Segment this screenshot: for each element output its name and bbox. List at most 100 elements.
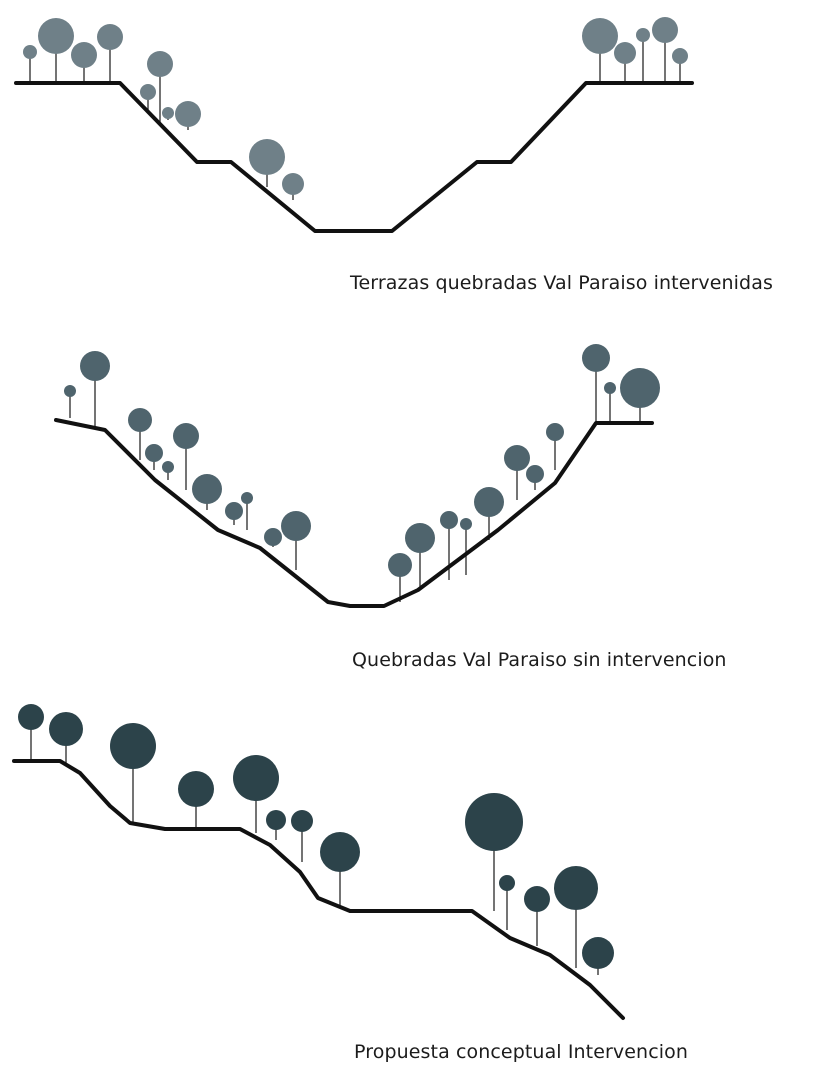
caption-proposal: Propuesta conceptual Intervencion bbox=[354, 1041, 688, 1063]
tree bbox=[264, 528, 282, 547]
tree-canopy bbox=[64, 385, 76, 397]
tree-canopy bbox=[110, 723, 156, 769]
tree-canopy bbox=[652, 17, 678, 43]
tree bbox=[636, 28, 650, 83]
tree bbox=[291, 810, 313, 862]
tree bbox=[266, 810, 286, 840]
tree bbox=[582, 18, 618, 83]
tree bbox=[49, 712, 83, 766]
tree-canopy bbox=[178, 771, 214, 807]
tree-canopy bbox=[320, 832, 360, 872]
tree bbox=[80, 351, 110, 426]
tree-canopy bbox=[554, 866, 598, 910]
tree-canopy bbox=[128, 408, 152, 432]
tree bbox=[110, 723, 156, 823]
tree bbox=[388, 553, 412, 602]
tree bbox=[147, 51, 173, 123]
terrain-profile-line bbox=[14, 81, 694, 233]
terraced-ravine-section bbox=[14, 17, 694, 233]
tree bbox=[672, 48, 688, 83]
tree-canopy bbox=[526, 465, 544, 483]
tree-canopy bbox=[604, 382, 616, 394]
tree bbox=[582, 344, 610, 423]
tree-canopy bbox=[192, 474, 222, 504]
tree-canopy bbox=[582, 937, 614, 969]
tree-canopy bbox=[474, 487, 504, 517]
tree bbox=[162, 107, 174, 120]
tree-canopy bbox=[614, 42, 636, 64]
tree-canopy bbox=[524, 886, 550, 912]
tree-canopy bbox=[241, 492, 253, 504]
tree bbox=[128, 408, 152, 460]
tree-canopy bbox=[147, 51, 173, 77]
tree-canopy bbox=[672, 48, 688, 64]
tree-canopy bbox=[582, 344, 610, 372]
tree-canopy bbox=[405, 523, 435, 553]
tree bbox=[652, 17, 678, 83]
tree-canopy bbox=[173, 423, 199, 449]
caption-natural-ravine: Quebradas Val Paraiso sin intervencion bbox=[352, 649, 727, 671]
tree-canopy bbox=[504, 445, 530, 471]
tree bbox=[504, 445, 530, 500]
tree bbox=[233, 755, 279, 833]
tree-canopy bbox=[266, 810, 286, 830]
tree bbox=[249, 139, 285, 187]
tree-canopy bbox=[460, 518, 472, 530]
tree-canopy bbox=[97, 24, 123, 50]
tree-canopy bbox=[140, 84, 156, 100]
tree-canopy bbox=[281, 511, 311, 541]
tree-canopy bbox=[620, 368, 660, 408]
tree-canopy bbox=[282, 173, 304, 195]
tree bbox=[320, 832, 360, 905]
tree bbox=[554, 866, 598, 968]
tree bbox=[614, 42, 636, 83]
tree bbox=[145, 444, 163, 470]
tree bbox=[38, 18, 74, 83]
tree bbox=[582, 937, 614, 975]
tree-canopy bbox=[145, 444, 163, 462]
tree bbox=[71, 42, 97, 83]
caption-terraced-ravine: Terrazas quebradas Val Paraiso interveni… bbox=[350, 272, 773, 294]
tree bbox=[524, 886, 550, 946]
tree-canopy bbox=[49, 712, 83, 746]
tree bbox=[192, 474, 222, 510]
tree bbox=[140, 84, 156, 110]
tree bbox=[23, 45, 37, 83]
tree bbox=[173, 423, 199, 490]
tree bbox=[474, 487, 504, 540]
tree-canopy bbox=[465, 793, 523, 851]
tree bbox=[282, 173, 304, 200]
tree bbox=[465, 793, 523, 911]
tree-canopy bbox=[18, 704, 44, 730]
tree bbox=[546, 423, 564, 470]
tree-canopy bbox=[582, 18, 618, 54]
tree bbox=[162, 461, 174, 480]
tree-canopy bbox=[175, 101, 201, 127]
tree bbox=[225, 502, 243, 525]
terrain-profile-line bbox=[12, 759, 625, 1020]
tree-canopy bbox=[636, 28, 650, 42]
tree bbox=[405, 523, 435, 590]
tree bbox=[620, 368, 660, 423]
tree bbox=[499, 875, 515, 930]
tree bbox=[175, 101, 201, 130]
tree bbox=[440, 511, 458, 580]
tree-canopy bbox=[225, 502, 243, 520]
tree bbox=[526, 465, 544, 490]
tree-canopy bbox=[440, 511, 458, 529]
tree bbox=[604, 382, 616, 423]
tree-canopy bbox=[38, 18, 74, 54]
tree-canopy bbox=[499, 875, 515, 891]
tree-canopy bbox=[23, 45, 37, 59]
tree-canopy bbox=[388, 553, 412, 577]
tree-canopy bbox=[162, 461, 174, 473]
tree-canopy bbox=[291, 810, 313, 832]
tree-canopy bbox=[546, 423, 564, 441]
tree-canopy bbox=[162, 107, 174, 119]
tree-canopy bbox=[264, 528, 282, 546]
tree-canopy bbox=[249, 139, 285, 175]
tree bbox=[281, 511, 311, 570]
terrain-profile-line bbox=[54, 418, 654, 608]
tree-canopy bbox=[80, 351, 110, 381]
